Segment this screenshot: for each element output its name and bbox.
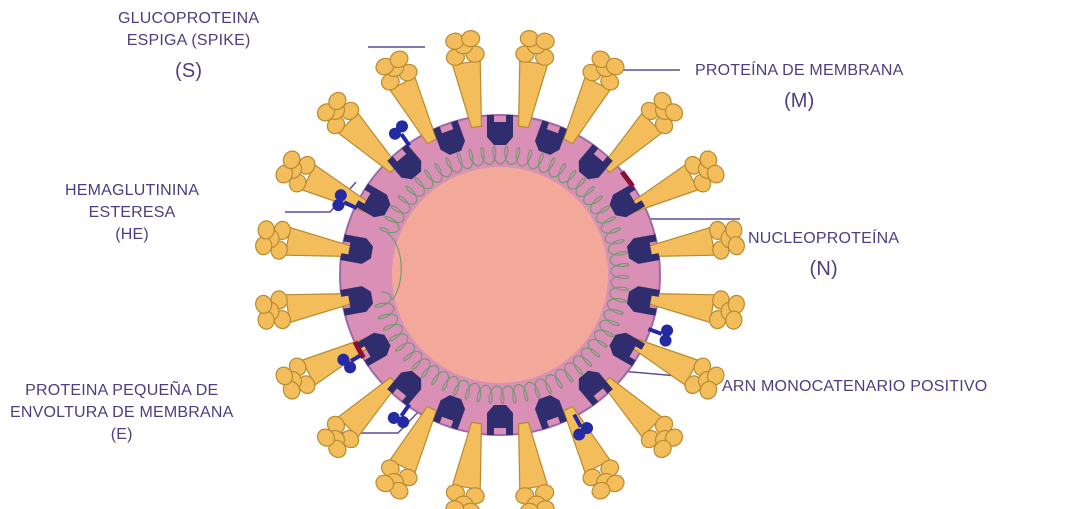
spike-glycoprotein	[593, 368, 688, 463]
label-nucleo: NUCLEOPROTEÍNA (N)	[748, 228, 899, 280]
label-he-line1: HEMAGLUTININA	[65, 180, 199, 202]
label-spike: GLUCOPROTEINA ESPIGA (SPIKE) (S)	[118, 8, 259, 82]
label-he-line2: ESTERESA	[65, 202, 199, 224]
label-envelope-line2: ENVOLTURA DE MEMBRANA	[10, 402, 234, 424]
label-spike-abbr: (S)	[118, 60, 259, 82]
label-rna-line1: ARN MONOCATENARIO POSITIVO	[722, 376, 987, 398]
label-nucleo-abbr: (N)	[748, 258, 899, 280]
spike-glycoprotein	[593, 88, 688, 183]
label-he: HEMAGLUTININA ESTERESA (HE)	[65, 180, 199, 246]
label-envelope-line1: PROTEINA PEQUEÑA DE	[10, 380, 234, 402]
label-spike-line2: ESPIGA (SPIKE)	[118, 30, 259, 52]
label-membrane: PROTEÍNA DE MEMBRANA (M)	[695, 60, 903, 112]
label-rna: ARN MONOCATENARIO POSITIVO	[722, 376, 987, 398]
label-membrane-abbr: (M)	[695, 90, 903, 112]
label-envelope-abbr: (E)	[10, 424, 234, 446]
label-nucleo-line1: NUCLEOPROTEÍNA	[748, 228, 899, 250]
label-he-abbr: (HE)	[65, 224, 199, 246]
viral-interior	[392, 167, 608, 383]
label-spike-line1: GLUCOPROTEINA	[118, 8, 259, 30]
label-envelope: PROTEINA PEQUEÑA DE ENVOLTURA DE MEMBRAN…	[10, 380, 234, 446]
label-membrane-line1: PROTEÍNA DE MEMBRANA	[695, 60, 903, 82]
